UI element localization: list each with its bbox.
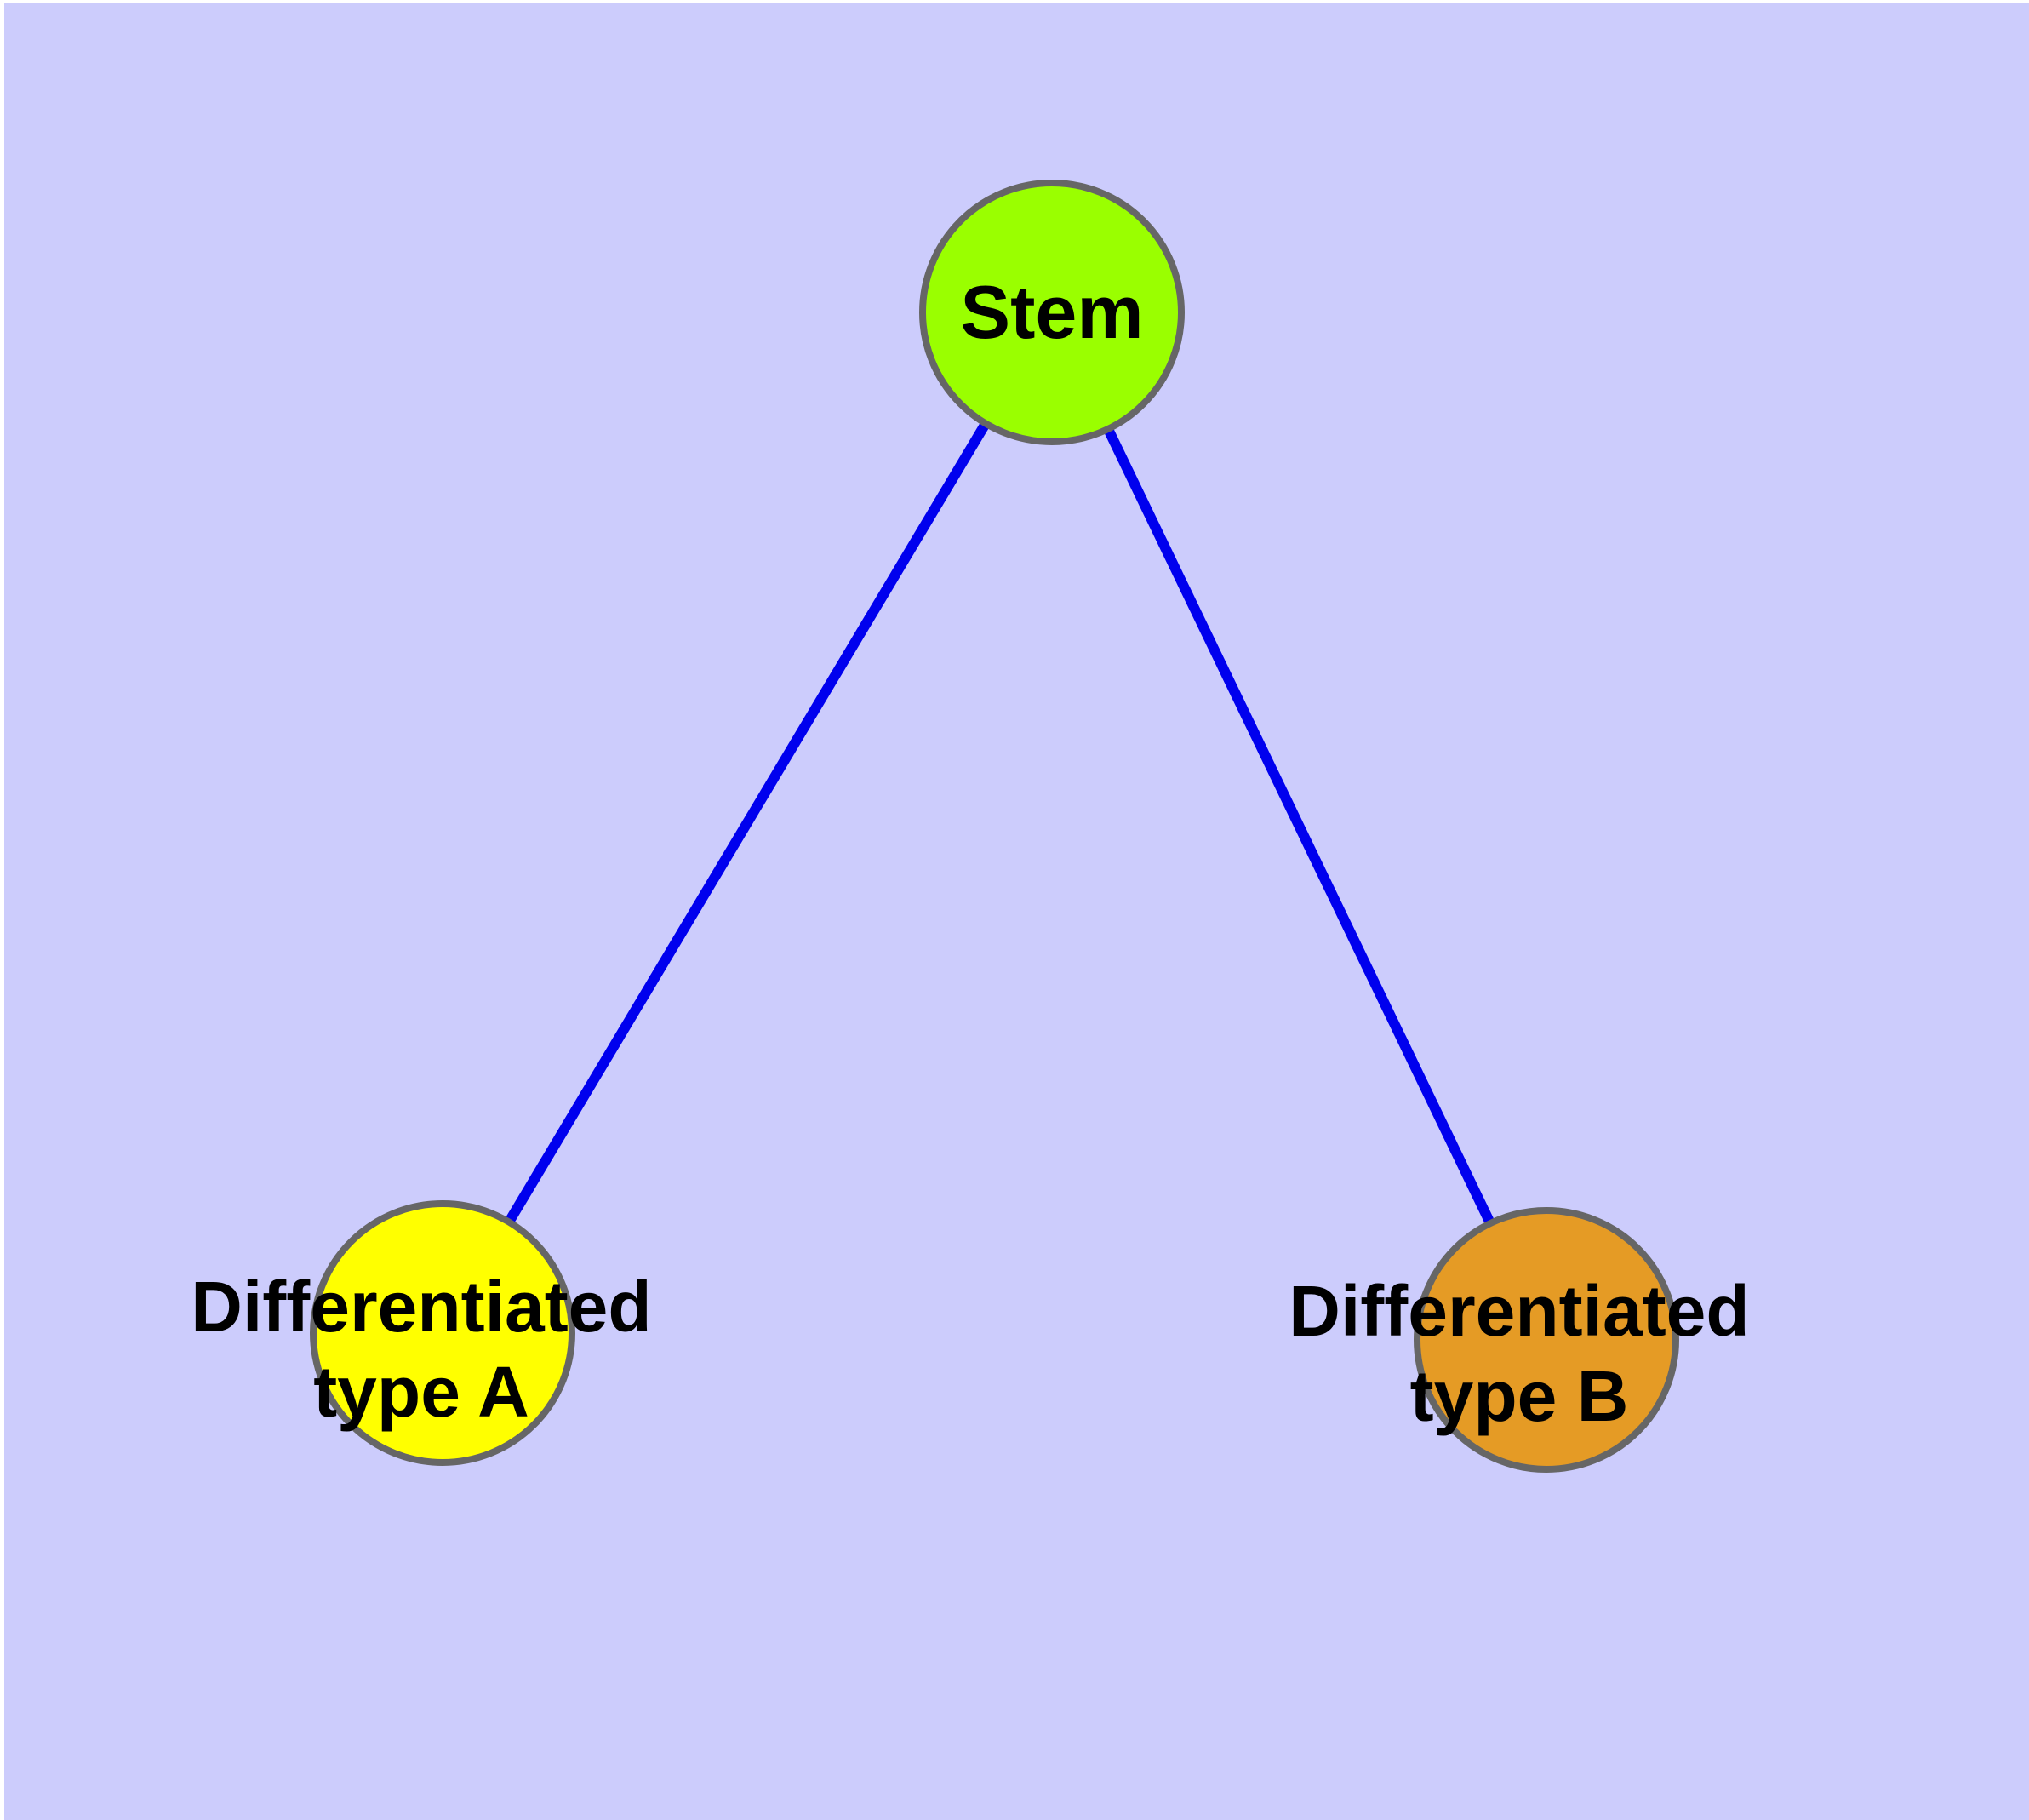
- edge-layer: [437, 309, 1552, 1342]
- node-stem-circle[interactable]: [919, 180, 1185, 445]
- node-differentiated-type-b-label-line2: type B: [1410, 1356, 1629, 1436]
- node-differentiated-type-a[interactable]: [310, 1200, 575, 1466]
- node-differentiated-type-b[interactable]: [1414, 1207, 1679, 1473]
- node-stem[interactable]: Stem: [919, 180, 1185, 445]
- node-differentiated-type-b-label-line1: Differentiated: [1289, 1271, 1749, 1351]
- node-differentiated-type-b-circle[interactable]: [1414, 1207, 1679, 1473]
- node-label-layer: Differentiated type A Differentiated typ…: [191, 1267, 1749, 1436]
- node-differentiated-type-a-circle[interactable]: [310, 1200, 575, 1466]
- graph-svg: Stem Differentiated type A Differentiate…: [191, 180, 1750, 1473]
- edge-stem-to-differentiated-type-a[interactable]: [437, 309, 1057, 1336]
- node-differentiated-type-a-label-line1: Differentiated: [191, 1267, 651, 1347]
- node-layer: Stem: [310, 180, 1679, 1473]
- node-differentiated-type-a-label-line2: type A: [313, 1352, 529, 1432]
- edge-stem-to-differentiated-type-b[interactable]: [1047, 310, 1552, 1342]
- node-stem-label: Stem: [960, 270, 1143, 354]
